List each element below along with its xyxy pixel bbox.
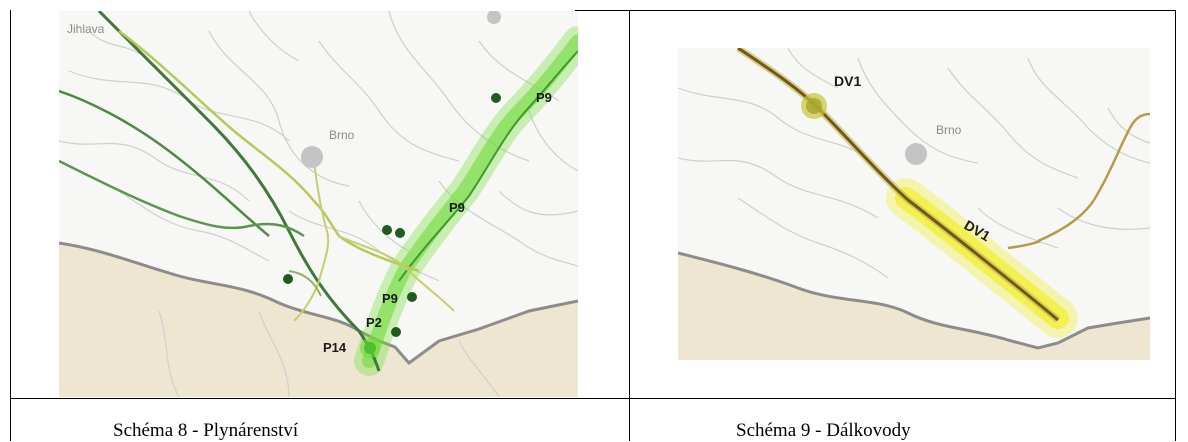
facility-dot: [395, 228, 405, 238]
facility-dot: [491, 93, 501, 103]
table-left-border: [10, 10, 11, 441]
pipeline-label-p2: P2: [366, 315, 382, 330]
figure-frame: [10, 10, 1176, 441]
facility-dot: [391, 327, 401, 337]
gas-pipeline-light-3: [338, 235, 455, 312]
foreign-land-area: [678, 253, 1150, 360]
p14-storage-dot: [364, 342, 376, 354]
brno-city-dot: [905, 143, 927, 165]
gas-pipeline-dark-3: [59, 159, 305, 238]
long-distance-line-map-svg: Brno DV1 DV1: [678, 48, 1150, 360]
gas-pipeline-map: Jihlava Brno P9 P9 P9 P2 P14: [59, 11, 578, 397]
p9-pipeline-line: [398, 50, 578, 282]
line-label-dv1-top: DV1: [834, 73, 861, 89]
district-borders: [678, 48, 1150, 279]
pipeline-label-p9-low: P9: [382, 291, 398, 306]
pipeline-label-p9-mid: P9: [449, 200, 465, 215]
caption-schema-9: Schéma 9 - Dálkovody: [736, 420, 911, 441]
dv1-line: [737, 48, 1059, 322]
long-distance-line-map: Brno DV1 DV1: [678, 48, 1150, 360]
gas-pipeline-map-svg: Jihlava Brno P9 P9 P9 P2 P14: [59, 11, 578, 397]
gas-facility-dots: [283, 93, 501, 337]
state-border: [678, 251, 1150, 350]
gas-pipeline-light-1: [118, 30, 420, 273]
pipeline-label-p14: P14: [323, 340, 347, 355]
city-label-jihlava: Jihlava: [67, 22, 105, 36]
table-top-border: [575, 10, 1176, 11]
dv-branch-east: [1037, 112, 1150, 243]
gas-pipeline-dark-2: [59, 89, 270, 237]
foreign-land-area: [59, 243, 578, 397]
facility-dot: [283, 274, 293, 284]
dv1-node: [806, 98, 822, 114]
gas-pipeline-light-2: [293, 160, 330, 322]
facility-dot: [382, 225, 392, 235]
table-caption-divider: [10, 398, 1176, 399]
pipeline-label-p9-top: P9: [536, 90, 552, 105]
table-middle-border: [629, 10, 630, 441]
p9-corridor-core: [362, 34, 578, 368]
dv-branch-connector: [1007, 239, 1041, 250]
brno-city-dot: [301, 146, 323, 168]
facility-dot: [407, 292, 417, 302]
caption-schema-8: Schéma 8 - Plynárenství: [113, 420, 299, 441]
city-dot-ne: [487, 11, 501, 24]
city-label-brno: Brno: [936, 123, 962, 137]
city-label-brno: Brno: [329, 128, 355, 142]
table-right-border: [1175, 10, 1176, 441]
gas-pipeline-branch: [288, 270, 322, 297]
gas-pipeline-dark-1: [97, 11, 381, 372]
